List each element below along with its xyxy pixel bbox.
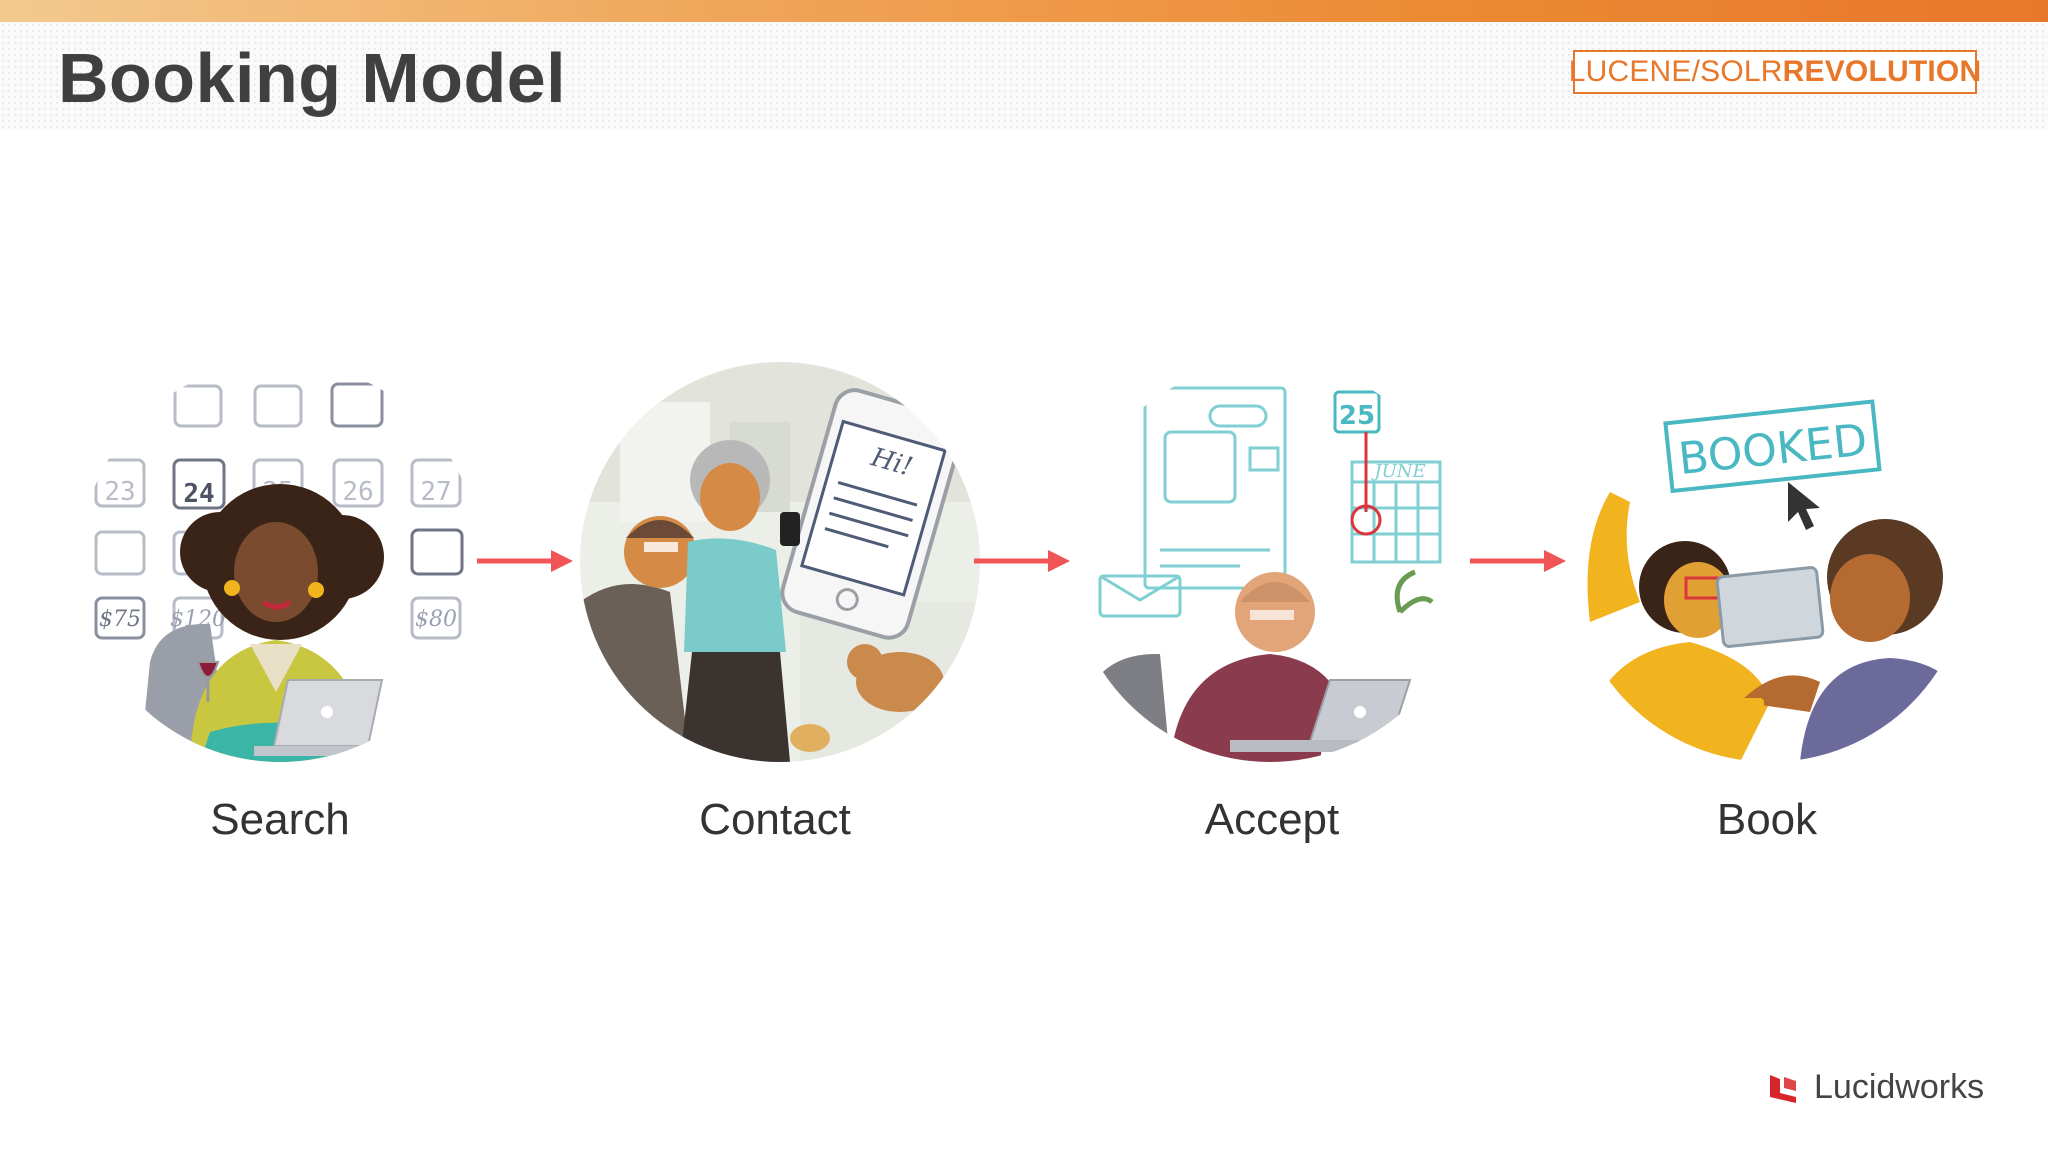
man-laptop-calendar-icon: 25 JUNE (1070, 362, 1470, 762)
step-label-contact: Contact (699, 795, 851, 844)
search-date-26: 26 (342, 477, 373, 507)
step-label-search: Search (210, 795, 350, 844)
footer-logo-name: Lucidworks (1814, 1068, 1985, 1106)
accept-calendar-day: 25 (1339, 401, 1375, 431)
arrow-search-to-contact (477, 550, 573, 572)
search-price-75: $75 (99, 607, 141, 632)
step-label-accept: Accept (1204, 795, 1340, 844)
search-price-80: $80 (415, 607, 457, 632)
search-date-23: 23 (104, 477, 135, 507)
arrow-contact-to-accept (974, 550, 1070, 572)
search-date-24: 24 (183, 479, 214, 509)
page-title: Booking Model (58, 39, 567, 117)
step-book-illustration: BOOKED (1570, 362, 1970, 762)
couple-phone-message-icon: Hi! (580, 362, 980, 762)
accept-calendar-month: JUNE (1370, 461, 1425, 482)
step-label-book: Book (1716, 795, 1818, 844)
booked-celebration-icon: BOOKED (1570, 362, 1970, 762)
lucidworks-logo-icon (1770, 1074, 1796, 1103)
step-contact-illustration: Hi! (580, 362, 980, 762)
brand-light-text: LUCENE/SOLR (1568, 55, 1783, 88)
footer-logo: Lucidworks (1766, 1068, 1984, 1107)
step-accept-illustration: 25 JUNE (1070, 362, 1470, 762)
cursor-icon (1788, 482, 1820, 530)
top-accent-bar (0, 0, 2048, 22)
step-search-illustration: 23 24 25 26 27 $75 $120 $80 (80, 362, 480, 762)
arrow-accept-to-book (1470, 550, 1566, 572)
woman-laptop-search-icon: 23 24 25 26 27 $75 $120 $80 (80, 362, 480, 762)
search-date-27: 27 (420, 477, 451, 507)
brand-bold-text: REVOLUTION (1782, 55, 1982, 88)
